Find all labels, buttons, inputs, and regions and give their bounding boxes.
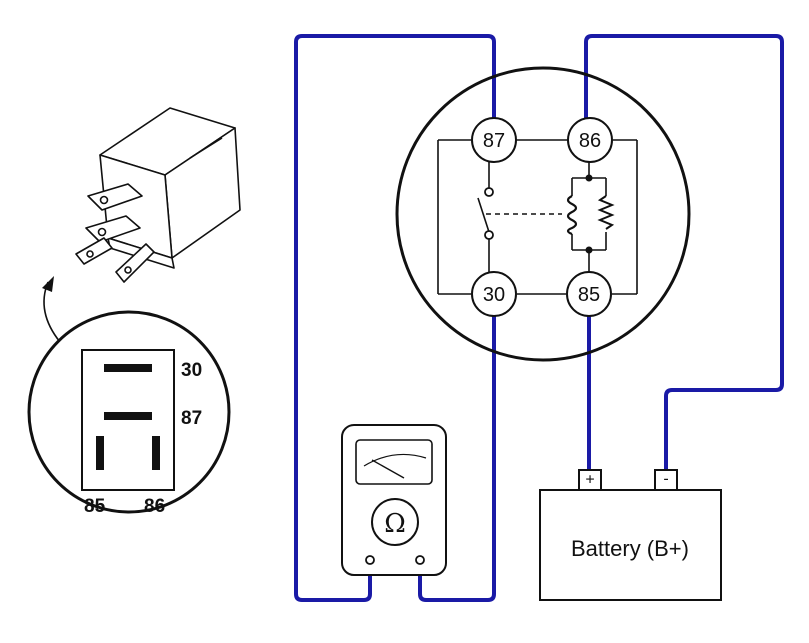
relay-terminals: [75, 183, 155, 283]
wire-pin30-to-meter-right: [418, 310, 496, 602]
battery-body: [539, 489, 722, 601]
relay-pin-30-label: 30: [483, 284, 505, 306]
ohmmeter: Ω: [341, 424, 447, 576]
relay-pin-85-label: 85: [578, 284, 600, 306]
battery: + - Battery (B+): [539, 469, 722, 601]
relay-component-illustration: [75, 107, 241, 283]
coil-resistor: [597, 195, 615, 230]
ohm-symbol: Ω: [384, 509, 406, 539]
ohmmeter-dial-window: [355, 439, 433, 485]
battery-negative-label: -: [663, 471, 668, 488]
coil-winding: [566, 195, 578, 236]
arrow-head-icon: [42, 276, 54, 292]
wire-pin86-to-battery-negative: [584, 34, 784, 472]
socket-label-86: 86: [144, 496, 165, 517]
battery-negative-terminal: [654, 469, 678, 491]
relay-pin-87: 87: [471, 117, 517, 163]
ohmmeter-probe-jack-right: [415, 555, 425, 565]
relay-symbol-outline: [395, 66, 691, 362]
socket-slot-85: [96, 436, 104, 470]
battery-positive-terminal: [578, 469, 602, 491]
relay-pin-87-label: 87: [483, 130, 505, 152]
socket-slot-87: [104, 412, 152, 420]
ohmmeter-knob: [371, 498, 419, 546]
socket-label-85: 85: [84, 496, 106, 517]
socket-slot-30: [104, 364, 152, 372]
socket-label-30: 30: [181, 360, 202, 381]
ohmmeter-dial-scale: [363, 453, 427, 467]
socket-slot-86: [152, 436, 160, 470]
battery-label: Battery (B+): [571, 536, 689, 561]
socket-label-87: 87: [181, 408, 202, 429]
battery-positive-label: +: [585, 472, 594, 489]
switch-contact-lower: [484, 230, 494, 240]
wires: [294, 34, 784, 602]
relay-pin-86-label: 86: [579, 130, 601, 152]
switch-contact-upper: [484, 187, 494, 197]
coil-junction-bottom: [585, 246, 593, 254]
ohmmeter-probe-jack-left: [365, 555, 375, 565]
socket-outline: [81, 349, 175, 491]
pointer-arrow: [42, 276, 61, 343]
wire-pin87-to-meter-left: [294, 34, 496, 602]
relay-pin-85: 85: [566, 271, 612, 317]
socket-detail: 30 87 85 86: [27, 310, 231, 517]
relay-symbol: [395, 66, 691, 362]
relay-pin-86: 86: [567, 117, 613, 163]
ohmmeter-needle: [371, 459, 405, 479]
coil-junction-top: [585, 174, 593, 182]
relay-pin-30: 30: [471, 271, 517, 317]
